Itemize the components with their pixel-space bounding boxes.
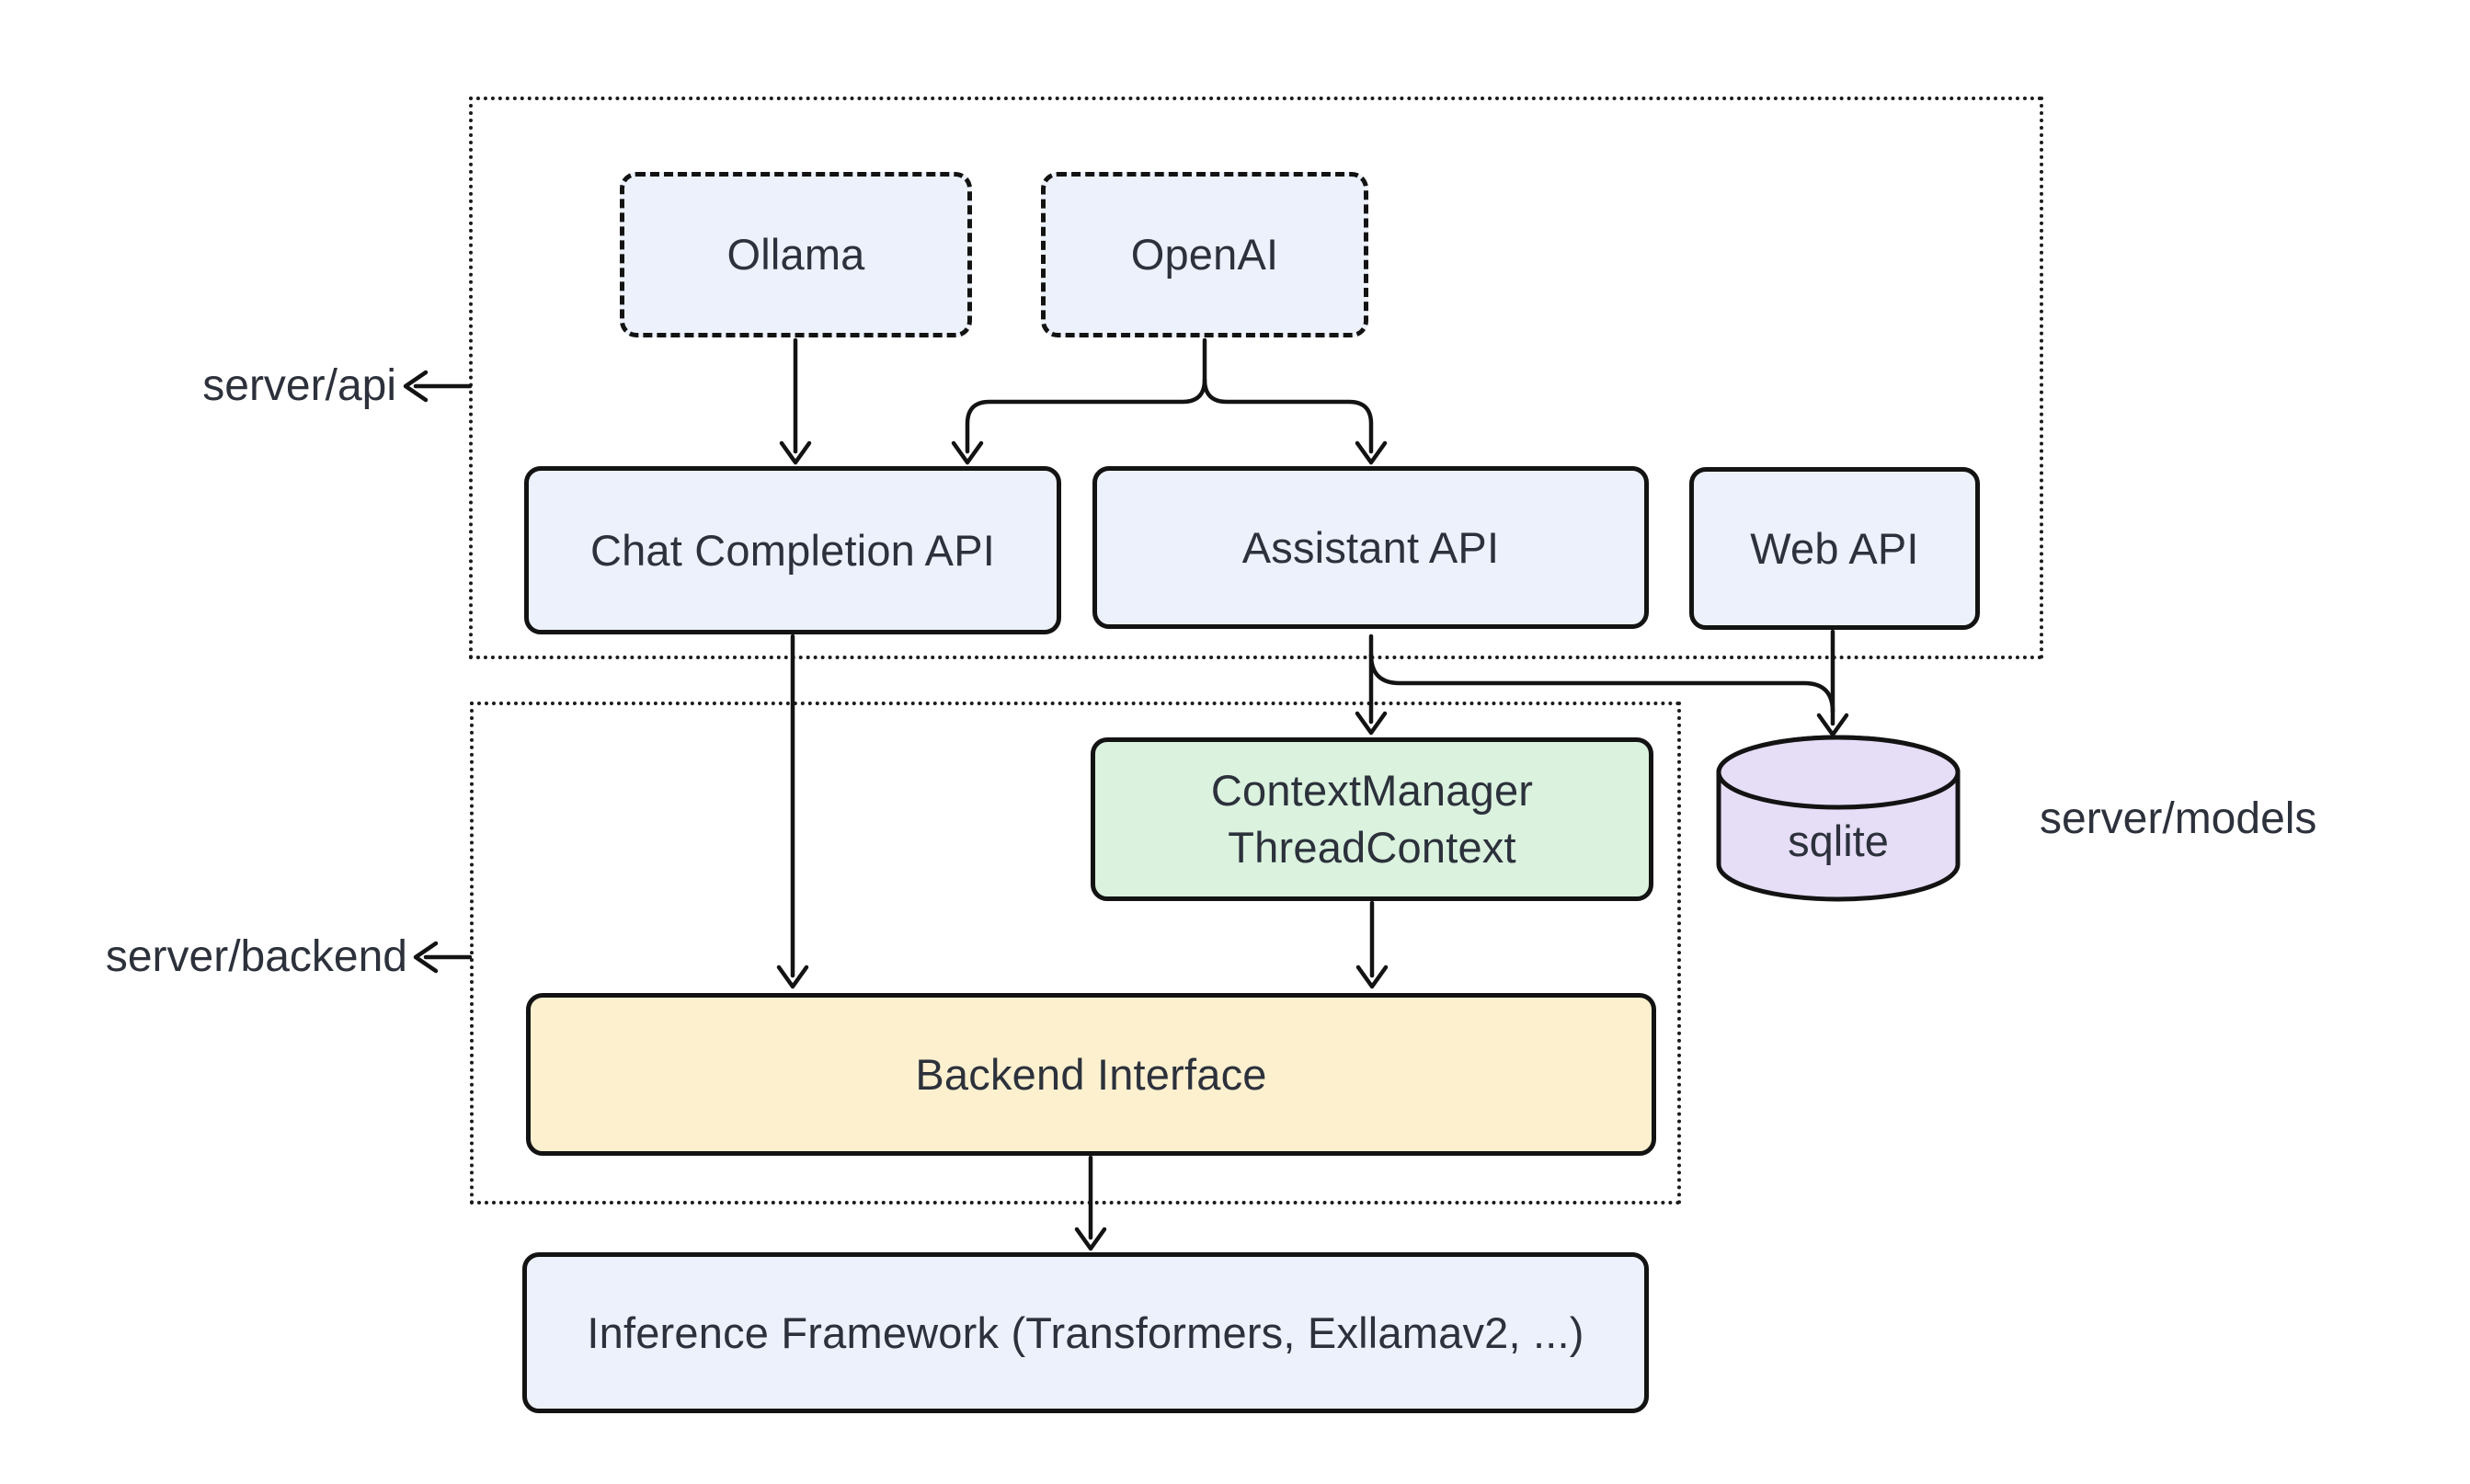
sqlite-cylinder xyxy=(1716,735,1961,902)
arrow-assistant-to-sqlite xyxy=(1368,652,1835,714)
node-chat-completion-api: Chat Completion API xyxy=(524,466,1061,634)
node-openai-label: OpenAI xyxy=(1130,230,1279,279)
node-ollama-label: Ollama xyxy=(726,230,865,279)
node-backend-interface-label: Backend Interface xyxy=(915,1049,1267,1099)
node-inference-framework-label: Inference Framework (Transformers, Exlla… xyxy=(587,1307,1584,1357)
node-openai: OpenAI xyxy=(1041,172,1368,337)
node-context-manager-label-line2: ThreadContext xyxy=(1228,823,1516,872)
node-context-manager-label-line1: ContextManager xyxy=(1210,766,1534,815)
node-chat-completion-api-label: Chat Completion API xyxy=(589,525,996,575)
node-web-api: Web API xyxy=(1689,467,1980,630)
sqlite-cylinder-top xyxy=(1716,735,1961,810)
arrowhead-ollama-to-chat-completion xyxy=(779,440,812,465)
arrowhead-openai-to-assistant xyxy=(1355,440,1388,465)
server-models-label: server/models xyxy=(2040,794,2317,843)
node-ollama: Ollama xyxy=(620,172,972,337)
server-api-label: server/api xyxy=(202,361,396,410)
node-context-manager: ContextManager ThreadContext xyxy=(1091,737,1653,901)
arrowhead-assistant-to-context-manager xyxy=(1355,711,1388,736)
server-api-callout-arrowhead xyxy=(403,370,429,403)
server-backend-group-box xyxy=(470,702,1681,1204)
node-web-api-label: Web API xyxy=(1750,523,1919,573)
node-backend-interface: Backend Interface xyxy=(526,993,1656,1156)
arrowhead-openai-to-chat-completion xyxy=(951,440,984,465)
server-backend-label: server/backend xyxy=(105,932,407,981)
node-assistant-api: Assistant API xyxy=(1092,466,1649,629)
node-sqlite-label: sqlite xyxy=(1788,816,1889,865)
arrowhead-context-manager-to-backend xyxy=(1355,965,1389,989)
arrowhead-backend-to-inference xyxy=(1074,1227,1107,1251)
node-inference-framework: Inference Framework (Transformers, Exlla… xyxy=(522,1252,1649,1413)
arrow-openai-to-chat-completion xyxy=(965,337,1207,454)
arrow-openai-to-assistant xyxy=(1202,377,1374,454)
arrowhead-web-api-to-sqlite xyxy=(1816,713,1849,737)
arrowhead-chat-completion-to-backend xyxy=(776,965,809,989)
server-backend-callout-arrowhead xyxy=(413,941,439,974)
node-assistant-api-label: Assistant API xyxy=(1241,522,1500,572)
server-api-group-box xyxy=(469,97,2043,659)
